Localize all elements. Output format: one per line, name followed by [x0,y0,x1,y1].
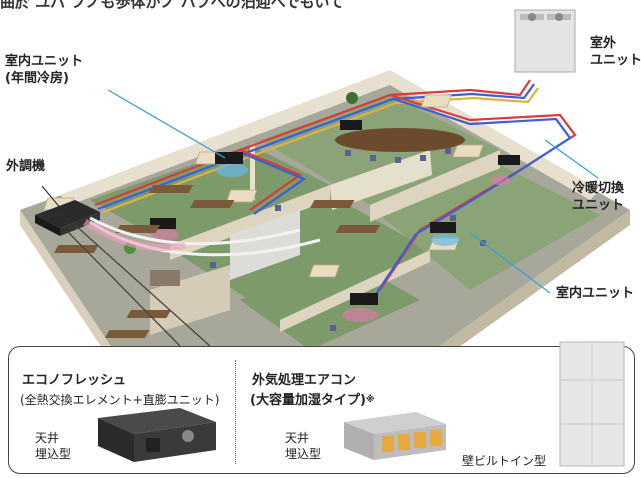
back-wall [60,70,600,205]
product-panel [8,346,635,474]
room-floor-4 [380,165,600,290]
indoor-unit-label: 室内ユニット [556,286,635,301]
note-mark: ※ [365,395,375,405]
outdoor-air-ac-wall-unit-image [559,341,625,467]
switching-unit-label: 冷暖切換 ユニット [572,181,625,213]
partition-4 [370,150,500,222]
furniture [53,128,465,338]
partition-7 [150,265,230,335]
econofresh-unit-image [98,408,216,462]
econofresh-subtitle: (全熱交換エレメント+直膨ユニット) [20,393,220,407]
outdoor-unit-label: 室外 ユニット [590,36,641,68]
econofresh-mount-label: 天井 埋込型 [35,431,72,461]
outdoor-air-ac-subtitle: (大容量加湿タイプ)※ [250,393,375,408]
leader-outdoor-air [41,185,63,211]
indoor-units [150,120,520,322]
panel-divider [235,360,237,464]
callout-line-left [67,231,181,347]
header-caption: 曲於 ユバ フノも歩体がノ ハフへの汨迎へでもいて [0,0,344,11]
outdoor-air-ac-title: 外気処理エアコン [252,373,357,388]
econofresh-title: エコノフレッシュ [22,373,127,388]
outdoor-air-unit-label: 外調機 [6,159,46,174]
callout-line-right [74,224,211,347]
partition-3 [170,185,330,260]
leader-lines [107,89,599,294]
partition-5 [230,210,300,280]
airflow-pink [83,219,186,252]
outdoor-air-ac-wall-label: 壁ビルトイン型 [462,454,547,468]
outdoor-air-ac-ceiling-label: 天井 埋込型 [285,431,322,461]
plant-1 [346,92,358,104]
outdoor-air-ac-ceiling-unit-image [344,412,446,460]
indoor-unit-year-round-label: 室内ユニット (年間冷房) [5,54,84,86]
outdoor-unit-graphic [514,9,576,73]
outer-wall-left [20,210,120,375]
outer-wall-right [420,210,630,375]
partition-2 [330,150,432,210]
